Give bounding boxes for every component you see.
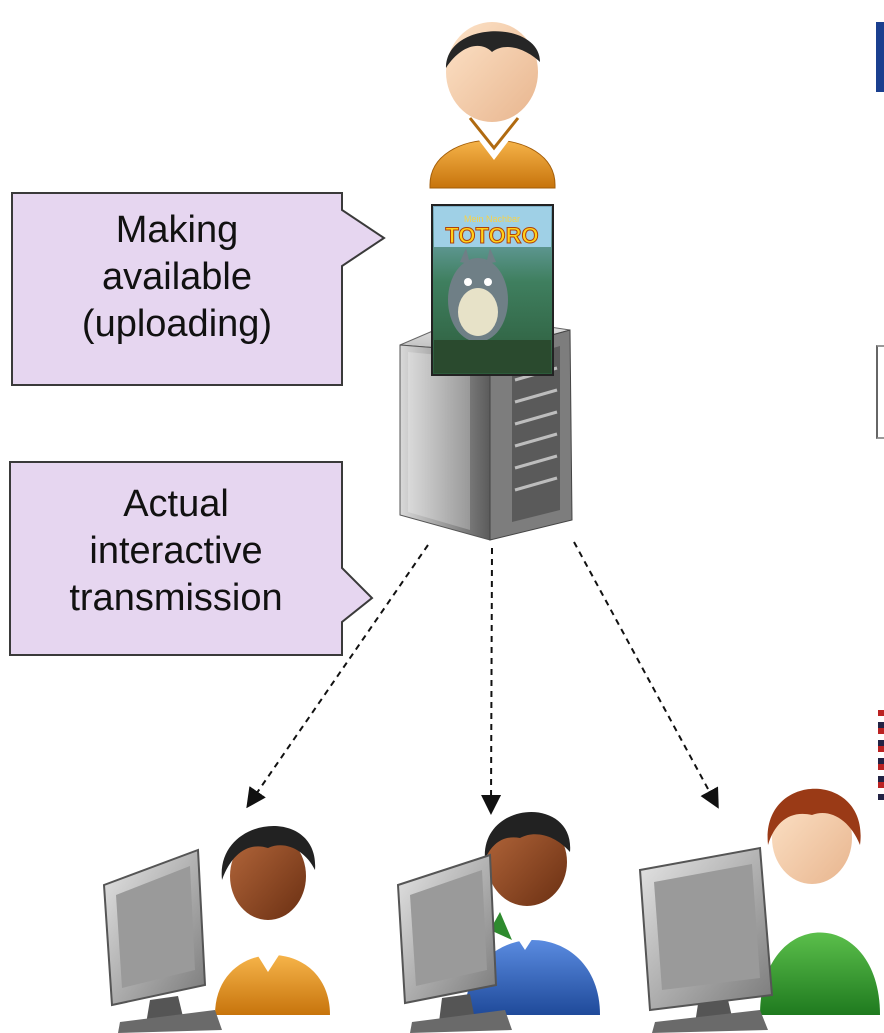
poster-title: TOTORO (445, 223, 538, 248)
transmission-arrows (246, 541, 719, 815)
callout-line: (uploading) (81, 303, 273, 345)
viewer-1-computer-icon (102, 825, 330, 1033)
callout-making-available-shape (11, 192, 386, 386)
arrow-to-viewer-1 (246, 544, 429, 809)
callout-line: interactive (89, 530, 263, 572)
poster-subtitle: Mein Nachbar (464, 214, 520, 224)
movie-poster-icon: Mein Nachbar TOTORO (431, 204, 554, 376)
arrow-to-viewer-3 (573, 541, 719, 809)
callout-line: Actual (123, 483, 229, 525)
callout-actual-transmission-shape (9, 461, 374, 656)
arrow-to-viewer-2 (481, 547, 502, 815)
callout-line: Making (115, 209, 239, 251)
slide-edge-accent (876, 22, 884, 92)
viewer-2-computer-icon (396, 811, 600, 1033)
slide-edge-fragment (876, 345, 884, 439)
flag-fragment (878, 710, 884, 800)
uploader-person-icon (429, 22, 556, 189)
viewer-3-computer-icon (638, 788, 880, 1033)
callout-actual-transmission: Actual interactive transmission (10, 481, 342, 622)
callout-line: transmission (69, 577, 283, 619)
callout-line: available (102, 256, 252, 298)
callout-making-available: Making available (uploading) (12, 207, 342, 348)
